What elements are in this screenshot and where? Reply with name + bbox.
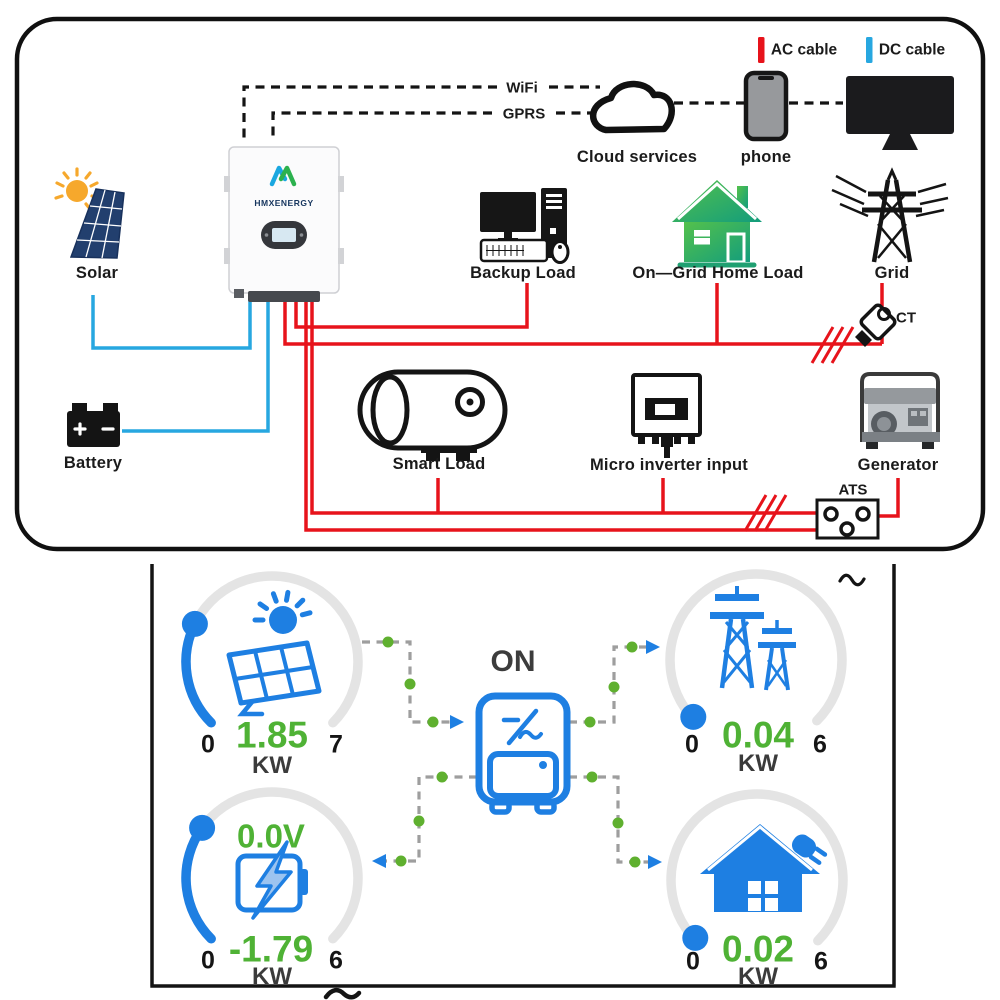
solar-gauge-value: 1.85 bbox=[235, 714, 309, 756]
monitor-panel-frame bbox=[150, 564, 896, 988]
battery-gauge-min: 0 bbox=[201, 946, 215, 975]
battery-voltage: 0.0V bbox=[237, 817, 305, 855]
pylons-icon bbox=[710, 586, 796, 691]
inverter-status-text: ON bbox=[490, 645, 536, 678]
phone-icon bbox=[743, 70, 789, 142]
battery-gauge-max: 6 bbox=[329, 946, 343, 975]
ats-icon bbox=[815, 498, 880, 540]
battery-gauge bbox=[181, 787, 363, 944]
brand-logo-icon bbox=[269, 165, 297, 187]
cloud-services-label: Cloud services bbox=[576, 147, 698, 166]
diagram-border bbox=[14, 16, 986, 552]
ac-cable-legend-label: AC cable bbox=[770, 41, 838, 59]
monitor-icon bbox=[846, 76, 954, 150]
battery-gauge-value: -1.79 bbox=[228, 928, 314, 970]
comms-dashed-lines bbox=[242, 85, 843, 142]
generator-label: Generator bbox=[857, 455, 939, 474]
grid-label: Grid bbox=[874, 263, 910, 282]
grid-gauge-value: 0.04 bbox=[721, 714, 795, 756]
battery-gauge-unit: KW bbox=[252, 963, 292, 990]
home-gauge-value: 0.02 bbox=[721, 928, 795, 970]
battery-bolt-icon bbox=[235, 840, 308, 920]
grid-gauge-unit: KW bbox=[738, 750, 778, 777]
ct-label: CT bbox=[896, 309, 916, 327]
ac-legend-swatch bbox=[758, 37, 765, 63]
wire-slash-marks bbox=[743, 326, 855, 532]
solar-panel-icon bbox=[69, 188, 125, 259]
home-gauge-min: 0 bbox=[686, 947, 700, 976]
home-gauge-max: 6 bbox=[814, 947, 828, 976]
cloud-icon bbox=[590, 80, 675, 134]
micro-inverter-icon bbox=[631, 373, 702, 458]
grid-gauge-min: 0 bbox=[685, 730, 699, 759]
bottom-cut-wave bbox=[323, 987, 362, 1000]
solar-gauge-min: 0 bbox=[201, 730, 215, 759]
ats-label: ATS bbox=[838, 481, 868, 499]
grid-gauge-max: 6 bbox=[813, 730, 827, 759]
generator-icon bbox=[860, 372, 940, 449]
home-load-icon bbox=[672, 180, 762, 268]
solar-gauge-max: 7 bbox=[329, 730, 343, 759]
solar-label: Solar bbox=[75, 263, 119, 282]
wifi-label: WiFi bbox=[506, 79, 538, 97]
phone-label: phone bbox=[740, 147, 792, 166]
ct-sensor-icon bbox=[855, 303, 897, 347]
home-gauge-unit: KW bbox=[738, 963, 778, 990]
micro-inverter-label: Micro inverter input bbox=[589, 455, 749, 474]
flow-dot-icons bbox=[382, 636, 641, 868]
dc-cable-legend-label: DC cable bbox=[878, 41, 946, 59]
backup-load-label: Backup Load bbox=[470, 263, 576, 282]
battery-icon bbox=[67, 403, 120, 447]
backup-load-icon bbox=[479, 188, 570, 264]
flow-arrow-icons bbox=[372, 640, 662, 869]
home-gauge bbox=[666, 789, 848, 951]
pv-panel-icon bbox=[226, 589, 322, 717]
inverter-device bbox=[224, 146, 344, 302]
dc-cables bbox=[91, 295, 270, 433]
smart-load-icon bbox=[357, 369, 508, 461]
smart-load-label: Smart Load bbox=[392, 454, 486, 473]
brand-label: HMXENERGY bbox=[254, 197, 314, 208]
solar-gauge-unit: KW bbox=[252, 752, 292, 779]
house-plug-icon bbox=[700, 824, 828, 912]
solar-gauge bbox=[181, 571, 363, 728]
grid-tower-icon bbox=[831, 167, 949, 263]
gprs-label: GPRS bbox=[502, 105, 546, 123]
grid-gauge bbox=[665, 569, 847, 730]
battery-label: Battery bbox=[63, 453, 123, 472]
ongrid-home-load-label: On—Grid Home Load bbox=[632, 263, 804, 282]
dc-legend-swatch bbox=[866, 37, 873, 63]
inverter-status-icon bbox=[475, 692, 571, 815]
screen-continuation-wave bbox=[838, 573, 866, 587]
